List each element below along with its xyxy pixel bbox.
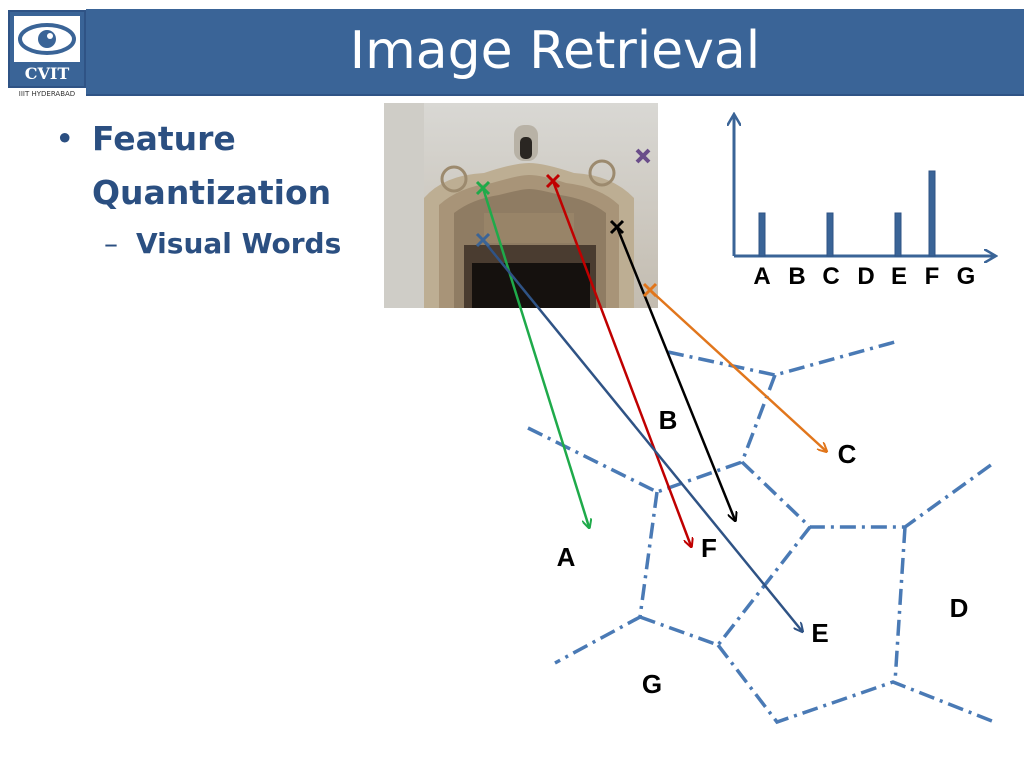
histogram-label-c: C (822, 263, 839, 290)
bullet-dash: – (104, 227, 118, 260)
arrow-red-to-f (551, 180, 691, 546)
bullet-feature-quantization: • Feature Quantization (50, 112, 380, 220)
region-label-f: F (701, 533, 717, 563)
logo-caption: IIIT HYDERABAD (18, 90, 76, 98)
histogram-bar-a (758, 212, 766, 257)
histogram-bar-c (826, 212, 834, 257)
arrow-blue-to-e (482, 239, 802, 631)
voronoi-cells (527, 340, 998, 725)
region-label-g: G (642, 669, 662, 699)
bullet-text-level2: Visual Words (136, 227, 342, 260)
histogram-bar-e (894, 212, 902, 257)
histogram-label-d: D (857, 263, 874, 290)
keypoint-orange-marker (642, 282, 658, 298)
histogram-label-g: G (957, 263, 976, 290)
logo-text: CVIT (25, 64, 70, 83)
region-label-e: E (811, 618, 828, 648)
keypoint-red-marker (545, 173, 561, 189)
bullet-visual-words: – Visual Words (50, 226, 380, 262)
arrow-black-to-b (615, 226, 735, 520)
page-title: Image Retrieval (349, 21, 761, 81)
bullet-dot: • (55, 119, 75, 158)
arrow-green-to-a (481, 187, 589, 527)
bullet-text-level1: Feature Quantization (92, 119, 332, 212)
histogram-label-e: E (891, 263, 907, 290)
region-label-d: D (950, 593, 969, 623)
histogram-bar-f (928, 170, 936, 257)
histogram-label-f: F (925, 263, 940, 290)
cvit-logo: CVIT (8, 10, 86, 88)
histogram-label-b: B (788, 263, 805, 290)
keypoint-purple-marker (635, 148, 651, 164)
keypoint-green-marker (475, 180, 491, 196)
arrow-orange-to-c (649, 289, 826, 451)
region-label-b: B (659, 405, 678, 435)
keypoint-blue-marker (475, 232, 491, 248)
keypoint-black-marker (609, 219, 625, 235)
eye-icon: CVIT (14, 16, 80, 83)
region-label-c: C (838, 439, 857, 469)
title-bar: Image Retrieval (86, 9, 1024, 96)
region-label-a: A (557, 542, 576, 572)
bullet-list: • Feature Quantization – Visual Words (50, 112, 380, 262)
histogram-label-a: A (753, 263, 770, 290)
